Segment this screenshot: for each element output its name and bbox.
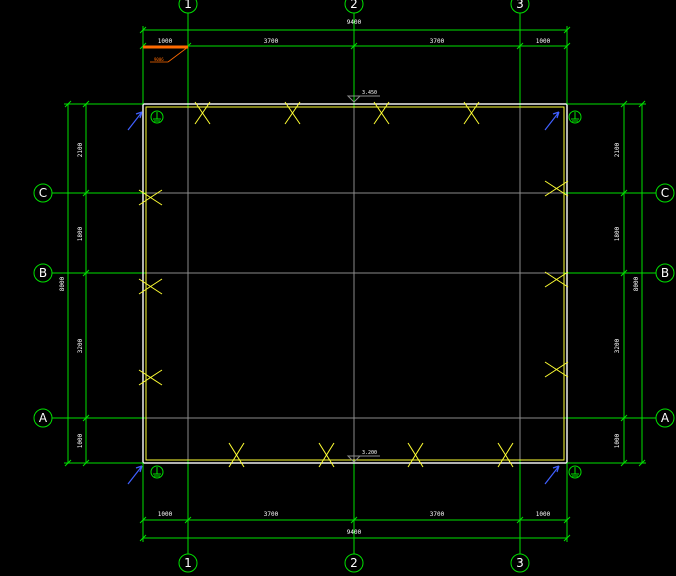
x-mark-right-3 (544, 361, 569, 378)
axis-bubble-bottom-3 (510, 553, 530, 573)
top-dimension-4: 1000 (536, 38, 551, 45)
axis-label-right-c: C (661, 186, 669, 200)
top-dimension-1: 1000 (158, 38, 173, 45)
level-text-top: 3.450 (362, 90, 377, 96)
bottom-dimension-4: 1000 (536, 511, 551, 518)
axis-label-left-a: A (39, 411, 48, 425)
bottom-total-dimension: 9400 (347, 529, 362, 536)
right-dimension-4: 1000 (614, 433, 621, 448)
x-mark-top-4 (463, 101, 480, 125)
axis-label-bottom-3: 3 (516, 556, 524, 570)
x-mark-top-3 (373, 101, 390, 125)
axis-label-top-3: 3 (516, 0, 524, 11)
axis-label-left-b: B (39, 266, 47, 280)
ground-symbol-bottom-left (127, 465, 164, 485)
axis-bubble-left-c (33, 183, 53, 203)
bottom-dimension-1: 1000 (158, 511, 173, 518)
top-dimension-2: 3700 (264, 38, 279, 45)
axis-label-right-a: A (661, 411, 670, 425)
axis-bubble-right-c (655, 183, 675, 203)
right-total-dimension: 8000 (633, 276, 640, 291)
ground-symbol-top-right (544, 110, 582, 131)
left-total-dimension: 8000 (59, 276, 66, 291)
top-total-dimension: 9400 (347, 19, 362, 26)
orange-leader-text: 9006 (154, 57, 164, 62)
axis-bubble-right-b (655, 263, 675, 283)
x-mark-bottom-3 (407, 442, 424, 468)
ground-symbol-top-left (127, 110, 164, 131)
axis-bubble-top-2 (344, 0, 364, 14)
ground-symbol-bottom-right (544, 465, 582, 485)
x-mark-left-1 (138, 189, 163, 206)
axis-bubble-left-b (33, 263, 53, 283)
axis-bubble-bottom-2 (344, 553, 364, 573)
left-dimension-3: 3200 (77, 338, 84, 353)
bottom-dimension-chain (139, 463, 571, 542)
x-mark-bottom-4 (497, 442, 514, 468)
right-dimension-1: 2100 (614, 142, 621, 157)
right-dimension-2: 1800 (614, 226, 621, 241)
left-dimension-4: 1000 (77, 433, 84, 448)
axis-bubble-top-1 (178, 0, 198, 14)
level-marker-bottom (346, 455, 380, 463)
left-dimension-chain (64, 100, 143, 467)
interior-grid (146, 108, 563, 460)
right-dimension-3: 3200 (614, 338, 621, 353)
left-dimension-1: 2100 (77, 142, 84, 157)
axis-label-top-1: 1 (184, 0, 192, 11)
x-mark-left-2 (138, 278, 163, 295)
orange-leader-annotation (143, 45, 189, 63)
axis-bubble-left-a (33, 408, 53, 428)
bottom-dimension-3: 3700 (430, 511, 445, 518)
axis-label-bottom-1: 1 (184, 556, 192, 570)
axis-label-left-c: C (39, 186, 47, 200)
x-mark-bottom-2 (318, 442, 335, 468)
x-mark-left-3 (138, 369, 163, 386)
top-dimension-chain (139, 26, 571, 104)
inner-outline (145, 106, 565, 461)
level-marker-top (346, 95, 380, 103)
axis-bubble-right-a (655, 408, 675, 428)
axis-bubble-top-3 (510, 0, 530, 14)
x-mark-top-2 (284, 101, 301, 125)
axis-label-right-b: B (661, 266, 669, 280)
top-dimension-3: 3700 (430, 38, 445, 45)
axis-label-bottom-2: 2 (350, 556, 358, 570)
level-text-bottom: 3.200 (362, 450, 377, 456)
axis-bubble-bottom-1 (178, 553, 198, 573)
building-outline (142, 103, 568, 464)
x-mark-top-1 (194, 101, 211, 125)
right-dimension-chain (567, 100, 646, 467)
x-mark-right-2 (544, 271, 569, 288)
bottom-dimension-2: 3700 (264, 511, 279, 518)
x-mark-bottom-1 (228, 442, 245, 468)
axis-label-top-2: 2 (350, 0, 358, 11)
x-mark-right-1 (544, 180, 569, 197)
left-dimension-2: 1800 (77, 226, 84, 241)
